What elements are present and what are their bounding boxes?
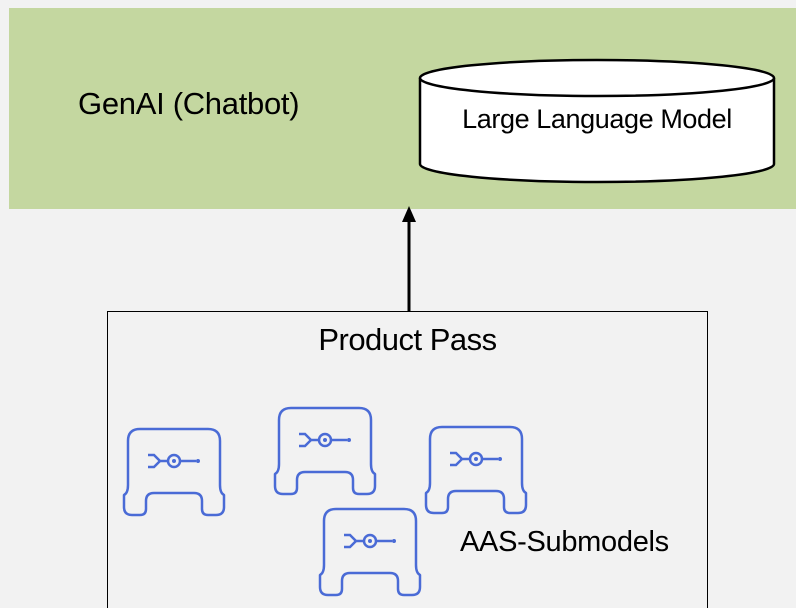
genai-label: GenAI (Chatbot)	[78, 86, 300, 121]
product-pass-title: Product Pass	[318, 322, 497, 357]
llm-label: Large Language Model	[462, 104, 732, 134]
submodel-icon	[273, 406, 377, 496]
arrow-up-icon	[402, 206, 416, 312]
submodel-icon	[318, 507, 422, 597]
submodel-icon	[424, 425, 528, 515]
product-pass-box: Product Pass	[107, 311, 708, 608]
submodels-label: AAS-Submodels	[460, 526, 669, 558]
database-cylinder-icon	[418, 58, 776, 184]
submodel-icon	[122, 427, 226, 517]
